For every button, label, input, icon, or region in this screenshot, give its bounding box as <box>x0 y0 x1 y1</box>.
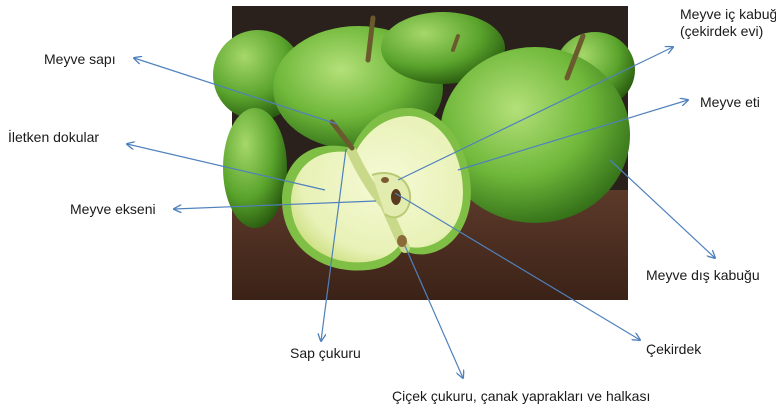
label-sap-cukuru: Sap çukuru <box>290 345 361 362</box>
label-meyve-eti: Meyve eti <box>700 94 760 111</box>
label-meyve-ekseni: Meyve ekseni <box>70 201 156 218</box>
label-cekirdek: Çekirdek <box>646 341 701 358</box>
label-meyve-dis-kabugu: Meyve dış kabuğu <box>646 267 760 284</box>
label-meyve-sapi: Meyve sapı <box>44 51 116 68</box>
label-iletken-dokular: İletken dokular <box>8 129 99 146</box>
label-meyve-ic-kabugu: Meyve iç kabuğu (çekirdek evi) <box>680 6 776 40</box>
apple-photo <box>213 6 635 300</box>
label-cicek-cukuru: Çiçek çukuru, çanak yaprakları ve halkas… <box>392 388 650 405</box>
